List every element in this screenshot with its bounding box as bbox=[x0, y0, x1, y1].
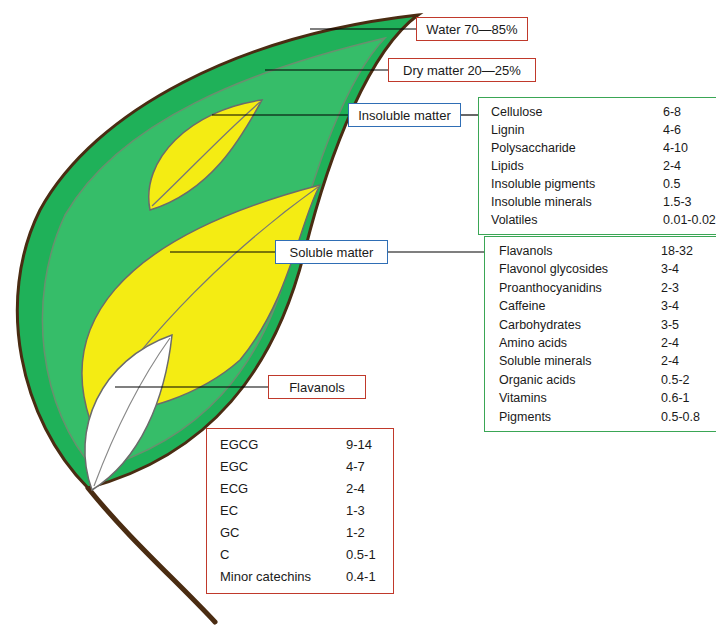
value-cell: 4-6 bbox=[663, 121, 716, 139]
value-cell: 0.01-0.02 bbox=[663, 211, 716, 229]
component-cell: Volatiles bbox=[491, 211, 663, 229]
value-cell: 4-10 bbox=[663, 139, 716, 157]
composition-table: Flavanols18-32Flavonol glycosides3-4Proa… bbox=[484, 236, 716, 432]
component-cell: Insoluble minerals bbox=[491, 193, 663, 211]
component-cell: C bbox=[220, 544, 346, 566]
value-cell: 0.5 bbox=[663, 175, 716, 193]
component-cell: EGCG bbox=[220, 434, 346, 456]
value-cell: 0.5-2 bbox=[661, 371, 704, 389]
value-cell: 2-4 bbox=[661, 352, 704, 370]
value-cell: 9-14 bbox=[346, 434, 380, 456]
component-cell: EGC bbox=[220, 456, 346, 478]
component-cell: Flavanols bbox=[499, 242, 661, 260]
white-leaf bbox=[85, 335, 172, 490]
value-cell: 1-3 bbox=[346, 500, 380, 522]
component-cell: EC bbox=[220, 500, 346, 522]
connector-line bbox=[461, 114, 478, 115]
label-box: Dry matter 20—25% bbox=[388, 58, 536, 82]
component-cell: Organic acids bbox=[499, 371, 661, 389]
composition-table: Cellulose6-8Lignin4-6Polysaccharide4-10L… bbox=[478, 97, 716, 235]
component-cell: Soluble minerals bbox=[499, 352, 661, 370]
label-box: Insoluble matter bbox=[348, 103, 461, 127]
value-cell: 3-4 bbox=[661, 260, 704, 278]
box-label: Dry matter 20—25% bbox=[403, 63, 521, 78]
value-cell: 2-4 bbox=[661, 334, 704, 352]
component-cell: Amino acids bbox=[499, 334, 661, 352]
value-cell: 3-4 bbox=[661, 297, 704, 315]
value-cell: 0.5-1 bbox=[346, 544, 380, 566]
component-cell: Pigments bbox=[499, 408, 661, 426]
label-box: Soluble matter bbox=[275, 240, 388, 264]
value-cell: 3-5 bbox=[661, 316, 704, 334]
component-cell: Cellulose bbox=[491, 103, 663, 121]
value-cell: 4-7 bbox=[346, 456, 380, 478]
component-cell: ECG bbox=[220, 478, 346, 500]
leader-line bbox=[212, 114, 348, 115]
leaf-outer bbox=[17, 15, 418, 488]
component-cell: Lipids bbox=[491, 157, 663, 175]
component-cell: GC bbox=[220, 522, 346, 544]
value-cell: 0.5-0.8 bbox=[661, 408, 704, 426]
value-cell: 1.5-3 bbox=[663, 193, 716, 211]
component-cell: Lignin bbox=[491, 121, 663, 139]
component-cell: Polysaccharide bbox=[491, 139, 663, 157]
small-yellow-leaf bbox=[149, 100, 262, 210]
composition-table: EGCG9-14EGC4-7ECG2-4EC1-3GC1-2C0.5-1Mino… bbox=[206, 428, 394, 594]
leaf-vein bbox=[152, 102, 260, 206]
value-cell: 2-4 bbox=[663, 157, 716, 175]
component-cell: Carbohydrates bbox=[499, 316, 661, 334]
component-cell: Caffeine bbox=[499, 297, 661, 315]
leader-line bbox=[115, 386, 268, 387]
box-label: Water 70—85% bbox=[426, 22, 517, 37]
value-cell: 0.4-1 bbox=[346, 566, 380, 588]
component-cell: Flavonol glycosides bbox=[499, 260, 661, 278]
component-cell: Vitamins bbox=[499, 389, 661, 407]
box-label: Flavanols bbox=[289, 380, 345, 395]
leader-line bbox=[170, 251, 275, 252]
value-cell: 6-8 bbox=[663, 103, 716, 121]
component-cell: Proanthocyanidins bbox=[499, 279, 661, 297]
box-label: Soluble matter bbox=[290, 245, 374, 260]
leaf-vein bbox=[94, 338, 170, 486]
leader-line bbox=[265, 69, 388, 70]
box-label: Insoluble matter bbox=[358, 108, 451, 123]
component-cell: Minor catechins bbox=[220, 566, 346, 588]
component-cell: Insoluble pigments bbox=[491, 175, 663, 193]
value-cell: 1-2 bbox=[346, 522, 380, 544]
value-cell: 0.6-1 bbox=[661, 389, 704, 407]
leader-line bbox=[310, 28, 416, 29]
connector-line bbox=[388, 251, 484, 252]
label-box: Water 70—85% bbox=[416, 17, 528, 41]
value-cell: 2-4 bbox=[346, 478, 380, 500]
leaf-stem bbox=[88, 488, 215, 622]
label-box: Flavanols bbox=[268, 375, 366, 399]
value-cell: 18-32 bbox=[661, 242, 704, 260]
value-cell: 2-3 bbox=[661, 279, 704, 297]
